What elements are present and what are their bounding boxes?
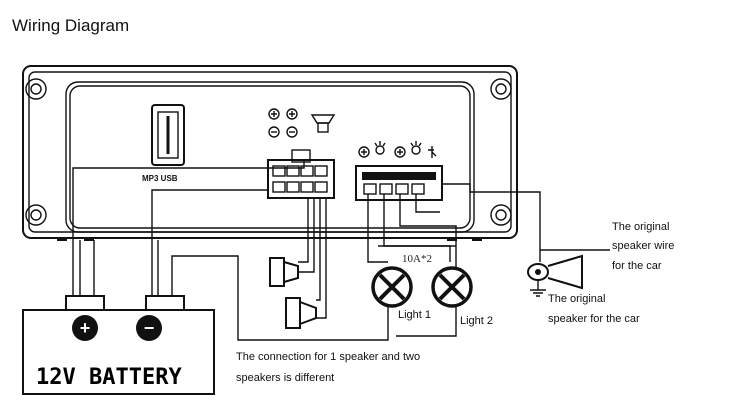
diagram-title: Wiring Diagram — [12, 16, 129, 35]
usb-port-icon — [151, 104, 185, 166]
light-2-symbol — [431, 266, 473, 308]
wires — [72, 160, 610, 341]
usb-label: MP3 USB — [142, 174, 178, 183]
original-speaker-label-1: The original — [548, 293, 605, 305]
speaker-note-line-2: speakers is different — [236, 372, 334, 384]
light-1-symbol — [371, 266, 413, 308]
original-wire-label-1: The original — [612, 221, 669, 233]
speaker-horn-icon — [310, 114, 336, 133]
car-speaker-icon — [527, 254, 583, 297]
speaker-horn-icon — [269, 257, 317, 329]
light-2-label: Light 2 — [460, 315, 493, 327]
original-speaker-label-2: speaker for the car — [548, 313, 640, 325]
speaker-connector — [267, 149, 335, 199]
battery-label: 12V BATTERY — [36, 365, 182, 390]
battery-icon — [22, 295, 215, 395]
battery-positive-symbol: + — [80, 318, 91, 338]
polarity-icons — [268, 108, 298, 138]
light-1-label: Light 1 — [398, 309, 431, 321]
connector-icon — [355, 165, 443, 201]
controller-unit — [22, 65, 518, 241]
original-wire-label-3: for the car — [612, 260, 662, 272]
speaker-note-line-1: The connection for 1 speaker and two — [236, 351, 420, 363]
relay-rating-label: 10A*2 — [402, 253, 432, 265]
battery-negative-symbol: − — [144, 318, 155, 338]
original-wire-label-2: speaker wire — [612, 240, 674, 252]
screw-icon — [25, 78, 512, 226]
light-bulb-icon — [358, 141, 437, 158]
